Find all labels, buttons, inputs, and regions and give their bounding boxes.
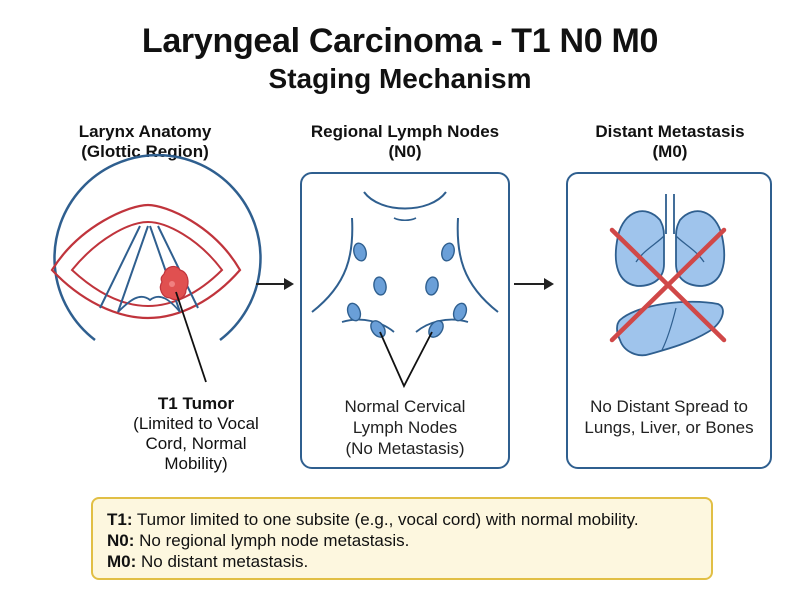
neck-right	[456, 217, 499, 313]
heading-metastasis-line-2: (M0)	[652, 142, 688, 161]
legend-key-n0: N0:	[107, 531, 135, 550]
left-vocal-cord	[99, 225, 149, 313]
lymph-node-group	[346, 242, 468, 338]
tumor-label-heading: T1 Tumor	[157, 394, 235, 413]
no-spread-cross-icon	[609, 227, 727, 343]
diagram-title: Laryngeal Carcinoma - T1 N0 M0 Staging M…	[0, 22, 800, 96]
jaw-outline	[363, 191, 447, 210]
lymph-caption-line-1: Normal Cervical	[344, 397, 466, 416]
tumor-label-line-1: (Limited to Vocal	[133, 414, 259, 433]
right-lung-icon	[675, 210, 726, 287]
lymph-caption: Normal Cervical Lymph Nodes (No Metastas…	[302, 396, 508, 459]
lymph-node	[452, 302, 468, 322]
heading-distant-metastasis: Distant Metastasis (M0)	[560, 122, 780, 162]
heading-larynx-line-1: Larynx Anatomy	[78, 122, 212, 141]
tumor-label-line-3: Mobility)	[164, 454, 228, 473]
lymph-node	[346, 302, 362, 322]
lymph-node	[353, 242, 367, 262]
arrow-1	[256, 278, 294, 290]
lymph-node	[425, 276, 439, 296]
legend-key-t1: T1:	[107, 510, 133, 529]
heading-metastasis-line-1: Distant Metastasis	[595, 122, 745, 141]
lymph-node-panel: Normal Cervical Lymph Nodes (No Metastas…	[300, 172, 510, 469]
neck-left	[311, 217, 354, 313]
heading-lymph-nodes: Regional Lymph Nodes (N0)	[285, 122, 525, 162]
heading-lymph-line-2: (N0)	[388, 142, 422, 161]
metastasis-caption-line-1: No Distant Spread to	[590, 397, 748, 416]
metastasis-caption-line-2: Lungs, Liver, or Bones	[584, 418, 754, 437]
outer-vocal-outline	[50, 203, 242, 320]
legend-row-n0: N0: No regional lymph node metastasis.	[107, 530, 711, 551]
tumor-label-line-2: Cord, Normal	[145, 434, 247, 453]
arytenoid-line	[117, 295, 181, 313]
legend-row-t1: T1: Tumor limited to one subsite (e.g., …	[107, 509, 711, 530]
legend-text-n0: No regional lymph node metastasis.	[134, 531, 410, 550]
lymph-caption-line-3: (No Metastasis)	[345, 439, 465, 458]
title-line-2: Staging Mechanism	[268, 63, 532, 94]
lymph-node	[370, 320, 386, 338]
heading-lymph-line-1: Regional Lymph Nodes	[310, 122, 500, 141]
neck-illustration	[311, 191, 499, 389]
trachea	[665, 194, 675, 234]
organs-illustration	[609, 194, 727, 357]
legend-text-m0: No distant metastasis.	[136, 552, 309, 571]
metastasis-caption: No Distant Spread to Lungs, Liver, or Bo…	[568, 396, 770, 438]
legend-text-t1: Tumor limited to one subsite (e.g., voca…	[132, 510, 639, 529]
glottic-opening	[70, 220, 224, 308]
lymph-node	[373, 276, 387, 296]
title-line-1: Laryngeal Carcinoma - T1 N0 M0	[141, 22, 659, 60]
staging-legend: T1: Tumor limited to one subsite (e.g., …	[91, 497, 713, 580]
tumor-label: T1 Tumor (Limited to Vocal Cord, Normal …	[108, 394, 284, 474]
collarbone-left	[341, 318, 395, 333]
tumor-pointer-line	[175, 291, 207, 383]
chin-line	[393, 217, 417, 222]
lymph-caption-line-2: Lymph Nodes	[352, 418, 458, 437]
arrow-2	[514, 278, 554, 290]
legend-key-m0: M0:	[107, 552, 137, 571]
lymph-pointer-lines	[379, 331, 433, 389]
metastasis-panel: No Distant Spread to Lungs, Liver, or Bo…	[566, 172, 772, 469]
legend-row-m0: M0: No distant metastasis.	[107, 551, 711, 572]
lymph-node	[441, 242, 455, 262]
